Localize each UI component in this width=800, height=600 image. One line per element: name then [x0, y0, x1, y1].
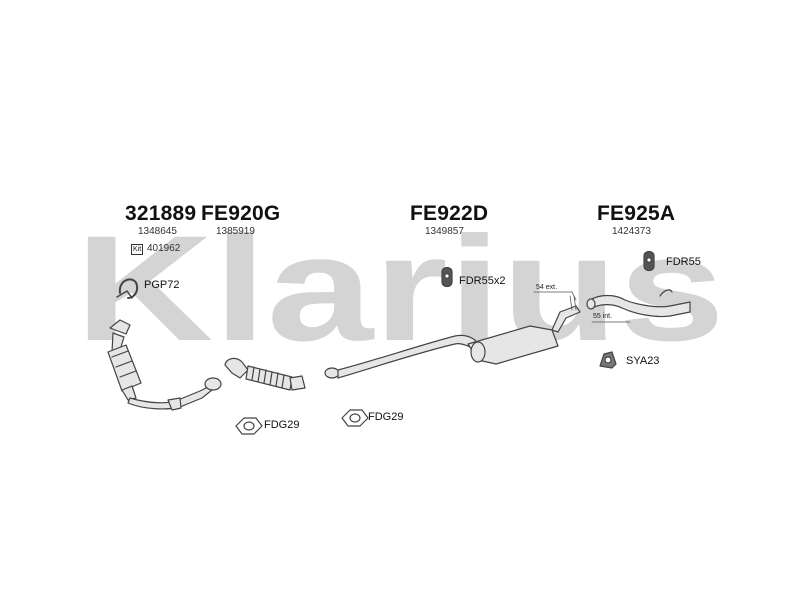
fdr55-hanger-icon[interactable] — [643, 250, 655, 272]
klarius-watermark: Klarius — [75, 232, 725, 352]
kit-badge: Kit — [131, 244, 144, 255]
fitting-label-sya23[interactable]: SYA23 — [626, 355, 660, 367]
fitting-label-pgp72[interactable]: PGP72 — [144, 279, 180, 291]
fitting-label-fdr55[interactable]: FDR55 — [666, 256, 701, 268]
group-number-321889: 1348645 — [138, 226, 177, 237]
rear-pipe-part[interactable] — [586, 289, 691, 318]
group-code-fe925a[interactable]: FE925A — [597, 202, 676, 225]
group-code-321889[interactable]: 321889 — [125, 202, 197, 225]
group-code-fe922d[interactable]: FE922D — [410, 202, 489, 225]
centre-silencer-part[interactable] — [324, 305, 581, 379]
annotation-55-int: 55 int. — [593, 313, 613, 320]
fitting-label-fdr55x2[interactable]: FDR55x2 — [459, 275, 506, 287]
pgp72-clamp-icon[interactable] — [116, 278, 139, 299]
flexible-pipe-part[interactable] — [224, 357, 306, 391]
fitting-label-fdg29-a[interactable]: FDG29 — [264, 419, 300, 431]
fdg29-gasket-icon-b[interactable] — [341, 409, 369, 427]
kit-number: 401962 — [147, 243, 181, 254]
group-number-fe920g: 1385919 — [216, 226, 255, 237]
group-number-fe922d: 1349857 — [425, 226, 464, 237]
sya23-clamp-icon[interactable] — [599, 351, 617, 369]
fitting-label-fdg29-b[interactable]: FDG29 — [368, 411, 404, 423]
catalytic-converter-part[interactable] — [107, 319, 222, 411]
group-code-fe920g[interactable]: FE920G — [201, 202, 281, 225]
group-number-fe925a: 1424373 — [612, 226, 651, 237]
fdg29-gasket-icon-a[interactable] — [235, 417, 263, 435]
watermark-text: Klarius — [75, 232, 725, 352]
fdr55x2-hanger-icon[interactable] — [441, 266, 453, 288]
annotation-54-ext: 54 ext. — [536, 284, 558, 291]
